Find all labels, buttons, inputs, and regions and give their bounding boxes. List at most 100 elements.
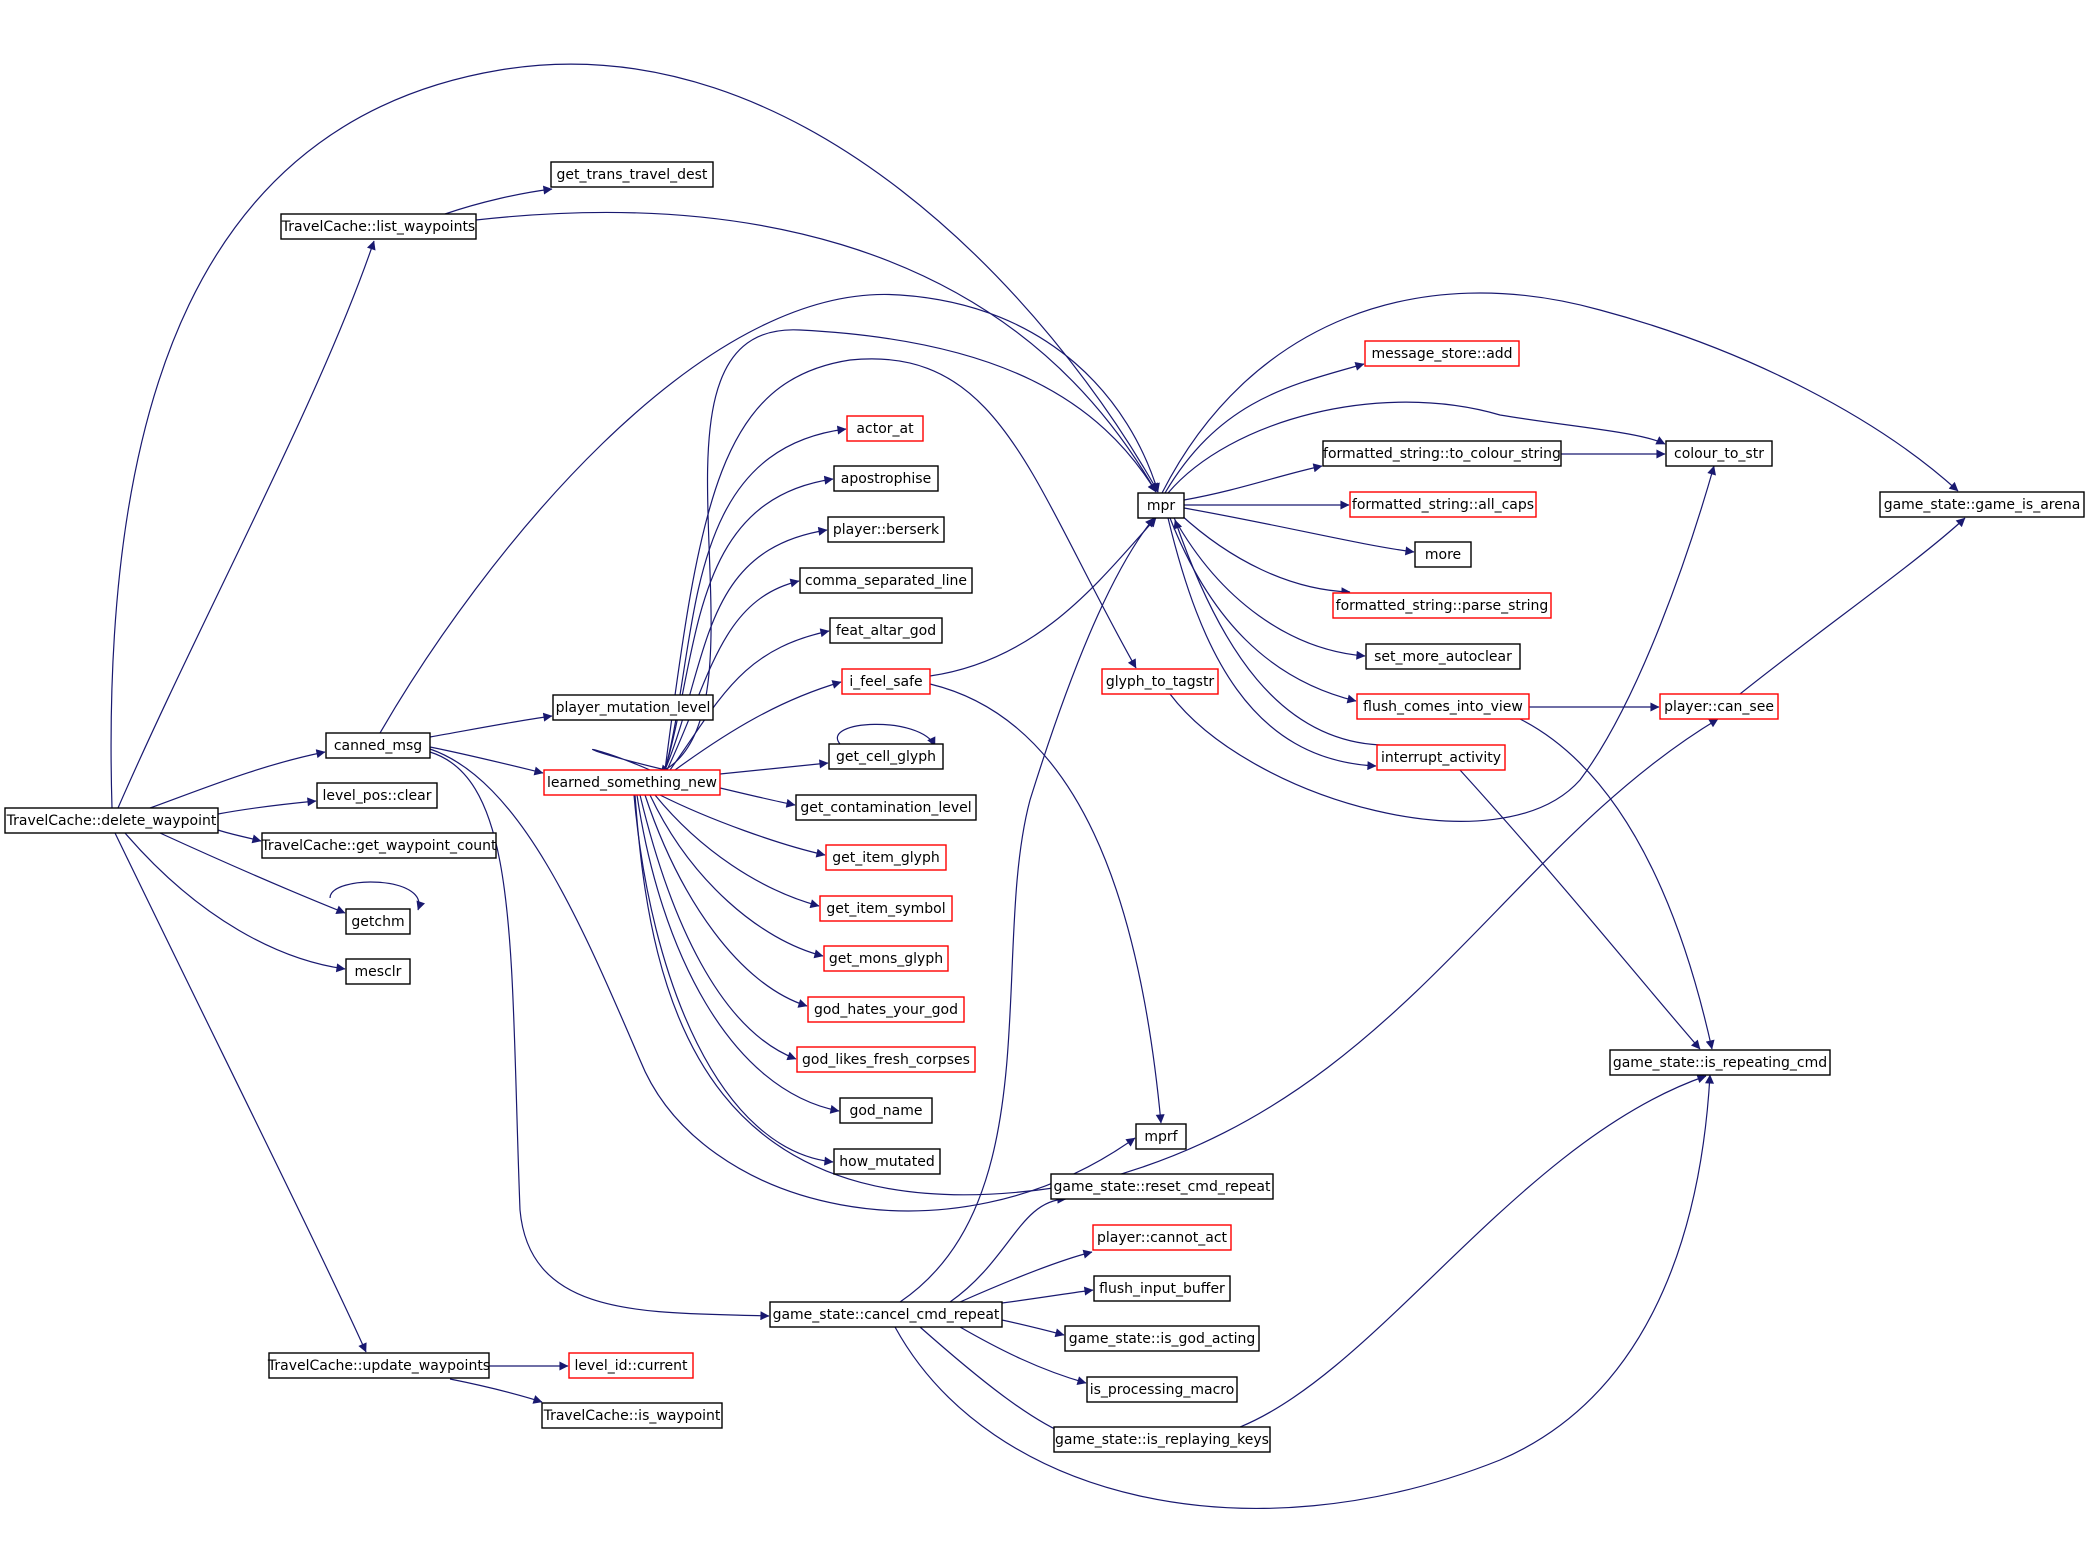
node-label: formatted_string::parse_string [1336,598,1549,614]
node-player-berserk[interactable]: player::berserk [827,516,945,543]
node-box [541,1402,723,1429]
node-player-mutation-level[interactable]: player_mutation_level [552,694,714,721]
edge-delete-waypoint-to-list-waypoints [117,240,376,809]
edge-delete-waypoint-to-update-waypoints [114,832,367,1353]
node-label: TravelCache::get_waypoint_count [260,838,497,854]
edge-glyph-to-tagstr-to-colour-to-str [1169,465,1716,822]
node-god-name[interactable]: god_name [839,1097,933,1124]
node-label: game_state::is_god_acting [1069,1331,1256,1347]
edge-learned-something-new-to-get-item-symbol [654,794,820,909]
node-interrupt-activity[interactable]: interrupt_activity [1376,744,1506,771]
node-update-waypoints[interactable]: TravelCache::update_waypoints [267,1352,490,1379]
edge-mpr-to-flush-comes-into-view [1169,517,1357,704]
node-label: level_pos::clear [322,788,431,804]
node-label: flush_comes_into_view [1363,699,1523,715]
edge-cancel-cmd-repeat-to-reset-cmd-repeat [949,1194,1067,1303]
node-mesclr[interactable]: mesclr [345,958,411,985]
node-level-pos-clear[interactable]: level_pos::clear [316,782,438,809]
node-box [1332,592,1552,619]
edge-learned-something-new-to-feat-altar-god [669,628,830,771]
node-god-hates-your-god[interactable]: god_hates_your_god [807,996,965,1023]
edge-learned-something-new-to-i-feel-safe [674,680,842,771]
node-apostrophise[interactable]: apostrophise [833,465,939,492]
node-cancel-cmd-repeat[interactable]: game_state::cancel_cmd_repeat [769,1301,1003,1328]
node-get-waypoint-count[interactable]: TravelCache::get_waypoint_count [260,832,497,859]
node-label: mesclr [355,964,402,980]
node-box [552,694,714,721]
node-list-waypoints[interactable]: TravelCache::list_waypoints [280,213,477,240]
edge-delete-waypoint-to-get-waypoint-count [217,829,262,844]
node-is-waypoint[interactable]: TravelCache::is_waypoint [541,1402,723,1429]
node-get-trans-travel-dest[interactable]: get_trans_travel_dest [550,161,714,188]
node-flush-input-buffer[interactable]: flush_input_buffer [1093,1275,1231,1302]
node-label: how_mutated [839,1154,934,1170]
node-set-more-autoclear[interactable]: set_more_autoclear [1365,643,1521,670]
node-box [1135,1123,1187,1150]
node-label: learned_something_new [547,775,717,791]
node-get-contamination-level[interactable]: get_contamination_level [795,794,977,821]
node-is-processing-macro[interactable]: is_processing_macro [1086,1376,1238,1403]
node-flush-comes-into-view[interactable]: flush_comes_into_view [1356,693,1530,720]
node-reset-cmd-repeat[interactable]: game_state::reset_cmd_repeat [1050,1173,1274,1200]
node-label: TravelCache::list_waypoints [281,219,475,235]
node-all-caps[interactable]: formatted_string::all_caps [1349,491,1537,518]
node-label: get_item_glyph [832,850,939,866]
node-level-id-current[interactable]: level_id::current [568,1352,694,1379]
node-god-likes-fresh-corpses[interactable]: god_likes_fresh_corpses [796,1046,976,1073]
edge-player-can-see-to-game-is-arena [1739,517,1966,695]
edge-learned-something-new-to-god-hates-your-god [644,794,808,1008]
node-colour-to-str[interactable]: colour_to_str [1665,440,1773,467]
node-delete-waypoint[interactable]: TravelCache::delete_waypoint [4,807,219,834]
node-feat-altar-god[interactable]: feat_altar_god [829,617,943,644]
node-is-god-acting[interactable]: game_state::is_god_acting [1064,1325,1260,1352]
node-label: player_mutation_level [556,700,711,716]
node-actor-at[interactable]: actor_at [846,415,924,442]
node-mprf[interactable]: mprf [1135,1123,1187,1150]
node-box [345,958,411,985]
node-to-colour-string[interactable]: formatted_string::to_colour_string [1322,440,1562,467]
node-get-item-glyph[interactable]: get_item_glyph [825,844,947,871]
node-label: mpr [1147,498,1176,514]
node-more[interactable]: more [1414,541,1472,568]
node-box [1376,744,1506,771]
node-game-is-arena[interactable]: game_state::game_is_arena [1879,491,2085,518]
edge-mpr-to-set-more-autoclear [1173,517,1366,660]
edge-mpr-to-game-is-arena [1161,292,1959,494]
node-box [568,1352,694,1379]
node-comma-separated-line[interactable]: comma_separated_line [799,567,973,594]
node-box [4,807,219,834]
node-box [325,732,431,759]
node-mpr[interactable]: mpr [1137,492,1185,519]
node-player-can-see[interactable]: player::can_see [1659,693,1779,720]
node-getchm[interactable]: getchm [345,908,411,935]
node-canned-msg[interactable]: canned_msg [325,732,431,759]
edge-mpr-to-parse-string [1179,513,1351,597]
node-box [1322,440,1562,467]
node-learned-something-new[interactable]: learned_something_new [543,769,721,796]
node-parse-string[interactable]: formatted_string::parse_string [1332,592,1552,619]
node-how-mutated[interactable]: how_mutated [833,1148,941,1175]
node-label: glyph_to_tagstr [1106,674,1215,690]
node-box [1365,643,1521,670]
node-get-cell-glyph[interactable]: get_cell_glyph [828,743,944,770]
node-get-item-symbol[interactable]: get_item_symbol [819,895,953,922]
edge-canned-msg-to-learned-something-new [429,746,544,776]
node-label: TravelCache::delete_waypoint [6,813,217,829]
edge-cancel-cmd-repeat-to-flush-input-buffer [1001,1286,1094,1304]
node-message-store-add[interactable]: message_store::add [1364,340,1520,367]
node-label: game_state::game_is_arena [1884,497,2081,513]
edge-delete-waypoint-to-mpr [110,63,1159,809]
edge-cancel-cmd-repeat-to-is-replaying-keys [919,1326,1071,1437]
node-i-feel-safe[interactable]: i_feel_safe [841,668,931,695]
node-get-mons-glyph[interactable]: get_mons_glyph [823,945,949,972]
node-glyph-to-tagstr[interactable]: glyph_to_tagstr [1101,668,1219,695]
node-label: get_cell_glyph [836,749,936,765]
node-label: game_state::reset_cmd_repeat [1054,1179,1271,1195]
node-box [799,567,973,594]
node-label: get_trans_travel_dest [557,167,708,183]
node-player-cannot-act[interactable]: player::cannot_act [1092,1224,1232,1251]
node-label: flush_input_buffer [1099,1281,1225,1297]
node-is-repeating-cmd[interactable]: game_state::is_repeating_cmd [1609,1049,1831,1076]
node-is-replaying-keys[interactable]: game_state::is_replaying_keys [1053,1426,1271,1453]
edge-i-feel-safe-to-mprf [929,683,1165,1124]
